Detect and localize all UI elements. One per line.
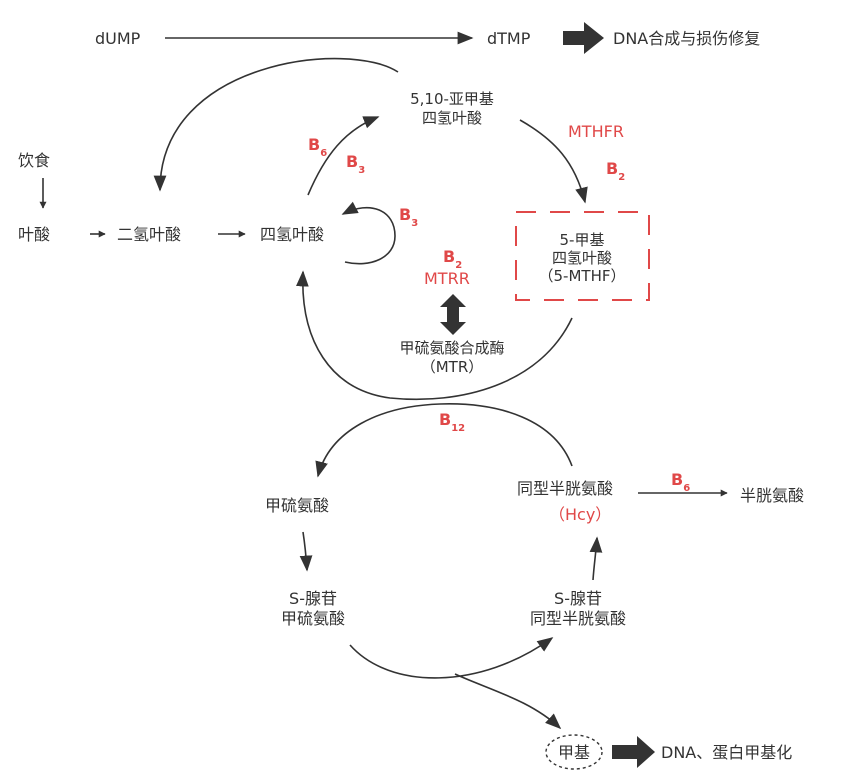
thf-self-loop-arrow [341, 201, 396, 265]
hcy-to-methionine-curve-arrow [315, 403, 573, 478]
methyl-dashed-ellipse [545, 734, 603, 770]
node-dhf: 二氢叶酸 [117, 225, 181, 244]
vitamin-b2-mthfr: B2 [606, 159, 625, 183]
methylene-to-dhf-curve-arrow [153, 57, 399, 192]
methylene-to-mthf-curve-arrow [519, 119, 588, 204]
vitamin-b6-cysteine: B6 [671, 470, 690, 494]
node-dna-methylation: DNA、蛋白甲基化 [661, 743, 792, 762]
methyl-release-arrow [454, 673, 562, 730]
node-methionine: 甲硫氨酸 [265, 496, 329, 515]
node-sah-line2: 同型半胱氨酸 [530, 609, 626, 628]
node-mtr-line2: （MTR） [421, 358, 484, 376]
thf-to-methylene-curve-arrow [307, 116, 380, 196]
node-mtr-line1: 甲硫氨酸合成酶 [399, 339, 504, 357]
node-sah-line1: S-腺苷 [554, 589, 602, 608]
node-hcy-line1: 同型半胱氨酸 [517, 479, 613, 498]
vitamin-b12: B12 [439, 410, 465, 434]
sah-to-hcy-arrow [589, 536, 603, 581]
node-dtmp: dTMP [487, 29, 531, 48]
node-diet: 饮食 [18, 151, 50, 170]
vitamin-b6-top: B6 [308, 135, 327, 159]
node-sam-line1: S-腺苷 [289, 589, 337, 608]
node-cysteine: 半胱氨酸 [740, 486, 804, 505]
node-methylene-thf-line2: 四氢叶酸 [422, 109, 482, 127]
vitamin-b3-top: B3 [346, 152, 365, 176]
node-folate: 叶酸 [18, 225, 50, 244]
node-methylene-thf-line1: 5,10-亚甲基 [410, 90, 494, 108]
node-thf: 四氢叶酸 [260, 225, 324, 244]
node-dump: dUMP [95, 29, 141, 48]
node-methyl: 甲基 [558, 743, 590, 762]
enzyme-mtrr: MTRR [424, 269, 470, 288]
mthf-to-thf-curve-arrow [295, 270, 573, 401]
mthf-dashed-box [515, 211, 650, 301]
vitamin-b2-mtrr: B2 [443, 247, 462, 271]
dtmp-to-dna-block-arrow [563, 22, 604, 54]
sam-to-sah-curve-arrow [349, 637, 554, 679]
node-hcy-line2: （Hcy） [549, 505, 611, 524]
node-mthf-line3: （5-MTHF） [539, 267, 626, 285]
vitamin-b3-loop: B3 [399, 205, 418, 229]
methionine-to-sam-arrow [299, 531, 313, 572]
node-mthf-line2: 四氢叶酸 [552, 249, 612, 267]
node-mthf-line1: 5-甲基 [560, 231, 605, 249]
node-dna-repair: DNA合成与损伤修复 [613, 29, 760, 48]
methyl-to-dna-block-arrow [612, 736, 655, 768]
mtrr-double-arrow [440, 294, 466, 335]
node-sam-line2: 甲硫氨酸 [281, 609, 345, 628]
enzyme-mthfr: MTHFR [568, 122, 624, 141]
